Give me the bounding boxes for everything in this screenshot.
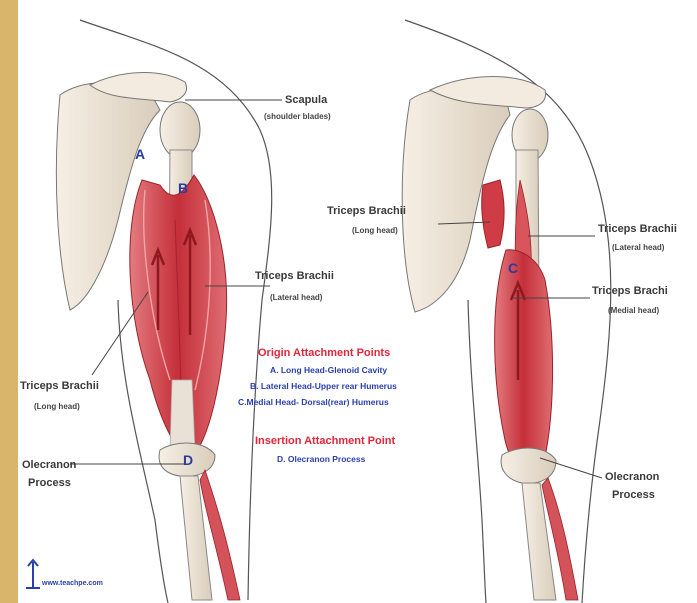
label-scapula-sub: (shoulder blades) [264,112,331,121]
label-tb-lateral-right-sub: (Lateral head) [612,243,665,252]
origin-item-c: C.Medial Head- Dorsal(rear) Humerus [238,397,389,407]
label-tb-long-left-sub: (Long head) [34,402,80,411]
label-scapula: Scapula [285,94,328,106]
origin-item-b: B. Lateral Head-Upper rear Humerus [250,381,397,391]
label-olecranon-left-2: Process [28,477,71,489]
insertion-attachment-block: Insertion Attachment Point D. Olecranon … [255,435,395,464]
label-tb-lateral-right: Triceps Brachii [598,223,677,235]
label-tb-medial-right-sub: (Medial head) [608,306,659,315]
origin-item-a: A. Long Head-Glenoid Cavity [270,365,387,375]
watermark-logo: www.teachpe.com [26,560,103,588]
right-arm-illustration [402,20,611,603]
left-arm-illustration [56,20,271,603]
label-olecranon-right-2: Process [612,489,655,501]
label-tb-long-left: Triceps Brachii [20,380,99,392]
label-tb-long-right-sub: (Long head) [352,226,398,235]
label-tb-lateral-left: Triceps Brachii [255,270,334,282]
label-tb-medial-right: Triceps Brachi [592,285,668,297]
marker-a: A [135,146,145,162]
label-olecranon-right: Olecranon [605,471,660,483]
label-tb-lateral-left-sub: (Lateral head) [270,293,323,302]
insertion-title: Insertion Attachment Point [255,435,395,447]
origin-attachment-block: Origin Attachment Points A. Long Head-Gl… [238,347,397,407]
marker-b: B [178,180,188,196]
label-tb-long-right: Triceps Brachii [327,205,406,217]
label-olecranon-left: Olecranon [22,459,77,471]
origin-title: Origin Attachment Points [258,347,390,359]
marker-c: C [508,260,518,276]
watermark-text: www.teachpe.com [41,580,103,587]
marker-d: D [183,452,193,468]
insertion-item-d: D. Olecranon Process [277,454,366,464]
